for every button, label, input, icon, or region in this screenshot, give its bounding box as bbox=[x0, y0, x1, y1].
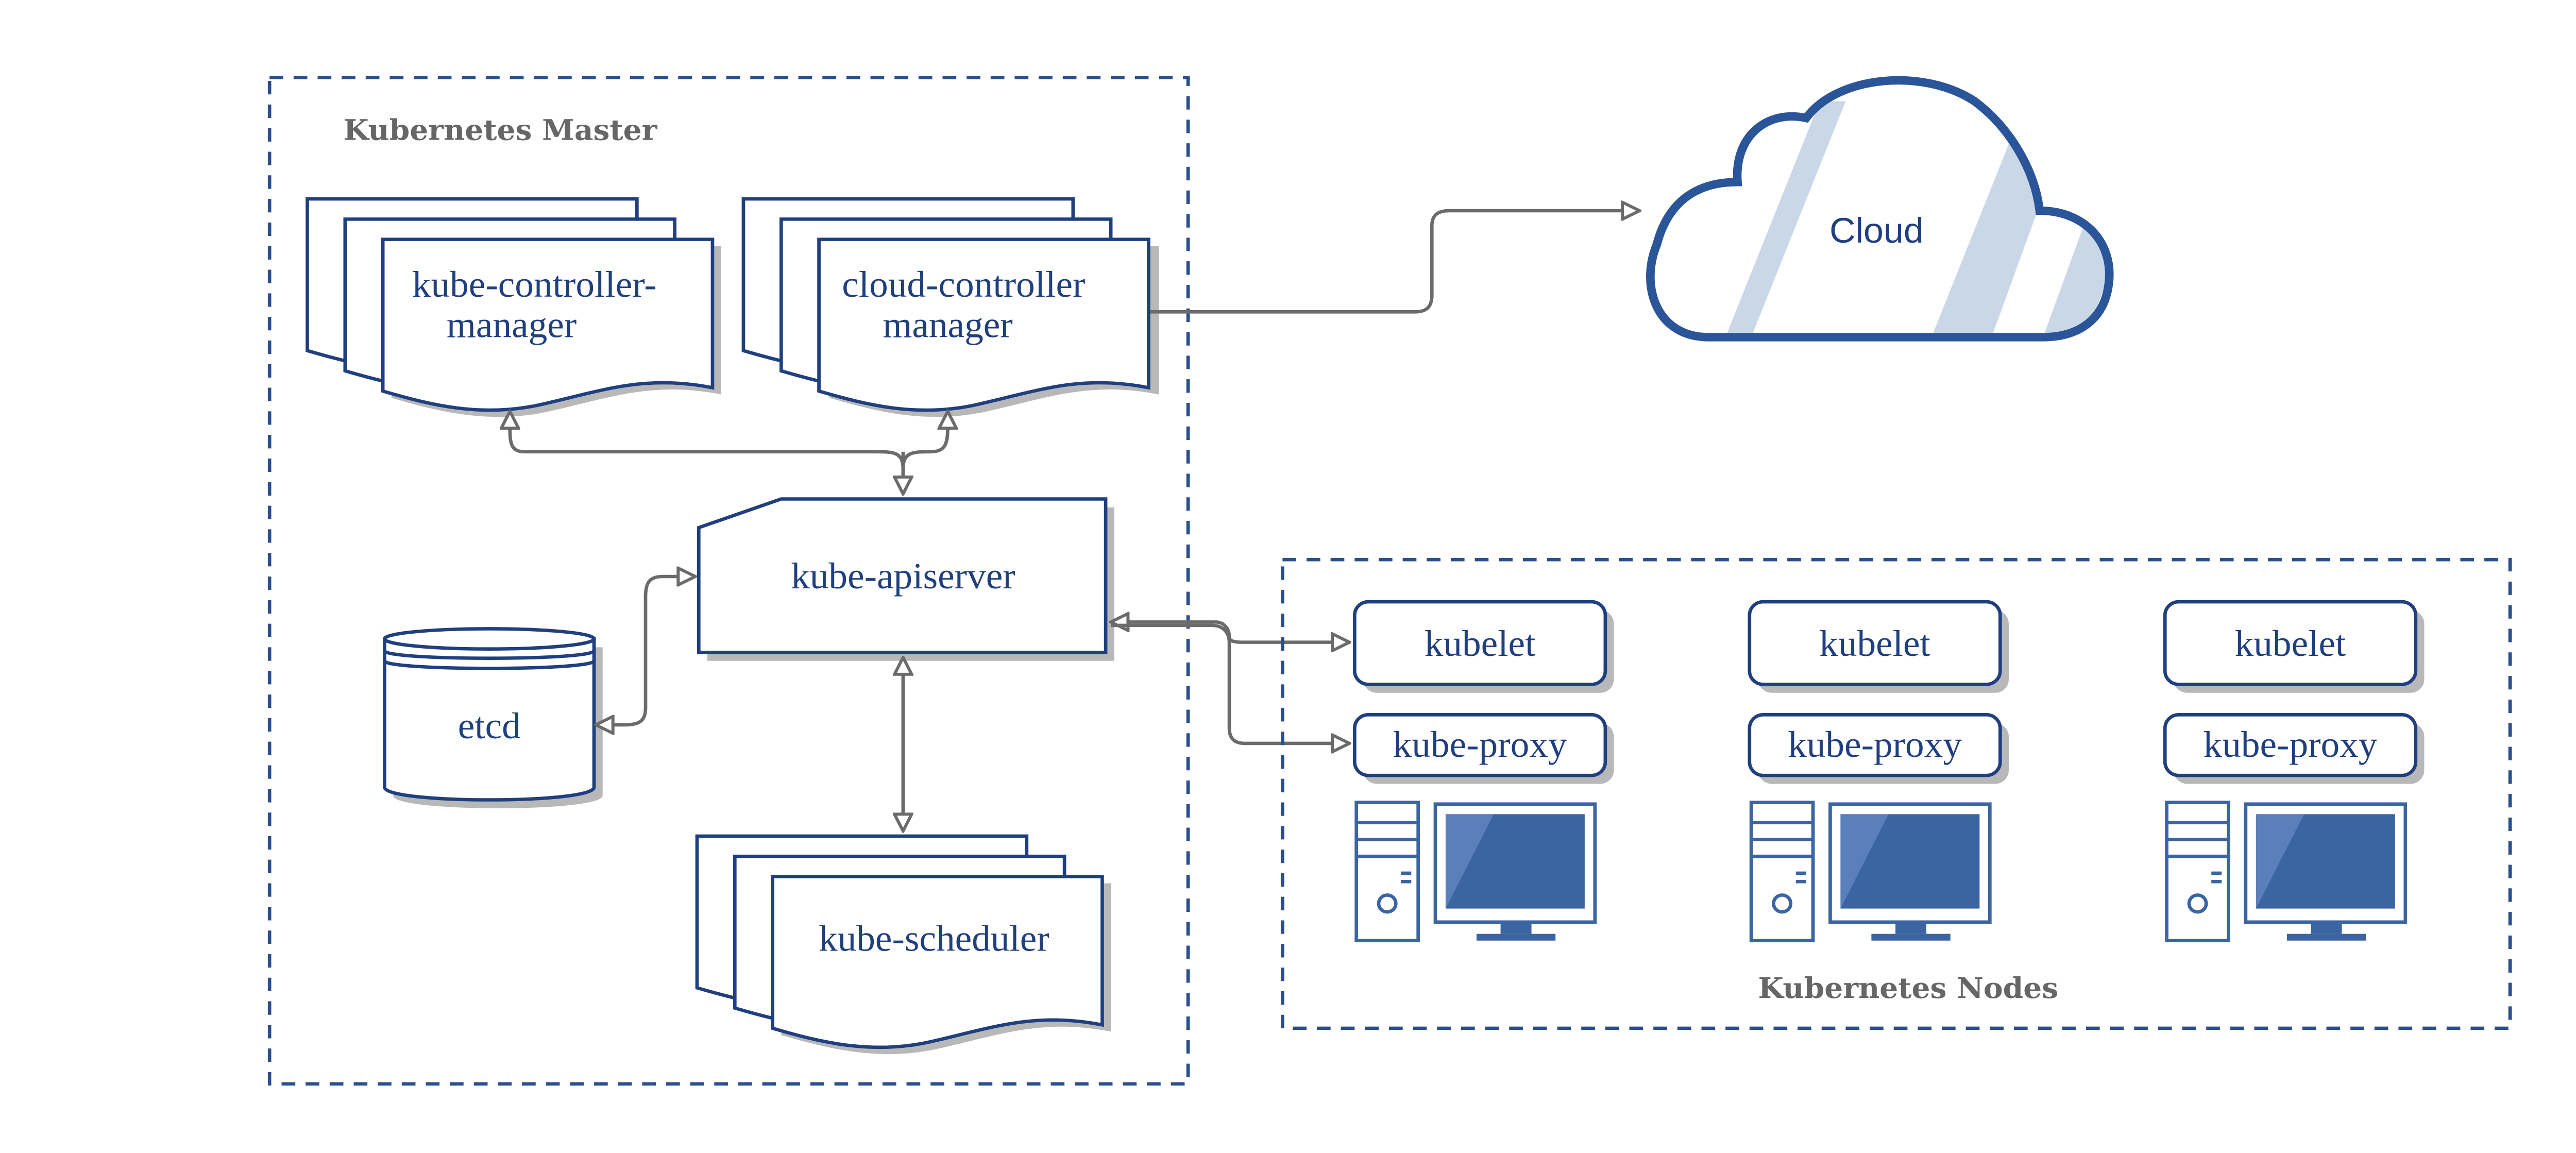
cloud-icon: Cloud bbox=[1646, 76, 2114, 342]
node-2: kubelet kube-proxy bbox=[1748, 600, 2009, 943]
connector-apiserver-controller-manager bbox=[510, 411, 905, 493]
node-3-kube-proxy-label: kube-proxy bbox=[2204, 724, 2378, 765]
connector-apiserver-cloud-controller bbox=[901, 411, 948, 493]
cloud-controller-manager-component: cloud-controller manager bbox=[741, 197, 1159, 417]
nodes-frame: Kubernetes Nodes bbox=[1281, 558, 2512, 1030]
master-title: Kubernetes Master bbox=[343, 113, 657, 147]
connector-apiserver-etcd bbox=[596, 576, 695, 725]
node-1-computer-icon bbox=[1354, 801, 1597, 943]
etcd-label: etcd bbox=[458, 705, 521, 747]
node-2-kubelet-label: kubelet bbox=[1819, 622, 1930, 664]
controller-manager-label-line1: kube-controller- bbox=[412, 263, 657, 304]
cloud-label: Cloud bbox=[1829, 211, 1924, 250]
node-1-kubelet-label: kubelet bbox=[1425, 622, 1536, 664]
svg-text:cloud-controller manager: cloud-controller manager bbox=[842, 263, 1095, 345]
controller-manager-label-line2: manager bbox=[447, 304, 577, 345]
svg-text:kube-controller- manager: kube-controller- manager bbox=[412, 263, 666, 345]
connectors bbox=[510, 211, 1640, 831]
apiserver-component: kube-apiserver bbox=[697, 497, 1114, 661]
nodes-title: Kubernetes Nodes bbox=[1758, 971, 2058, 1005]
node-2-kube-proxy-label: kube-proxy bbox=[1788, 724, 1962, 765]
node-2-computer-icon bbox=[1749, 801, 1992, 943]
cloud-controller-manager-label-line1: cloud-controller bbox=[842, 263, 1085, 304]
node-1-kube-proxy-label: kube-proxy bbox=[1393, 724, 1568, 765]
node-3-kubelet-label: kubelet bbox=[2235, 622, 2346, 664]
cloud-controller-manager-label-line2: manager bbox=[883, 304, 1012, 345]
etcd-component: etcd bbox=[383, 627, 603, 808]
node-3-computer-icon bbox=[2165, 801, 2408, 943]
node-1: kubelet kube-proxy bbox=[1352, 600, 1614, 943]
connector-cloud-controller-cloud bbox=[1150, 211, 1640, 314]
apiserver-label: kube-apiserver bbox=[791, 555, 1015, 597]
scheduler-label: kube-scheduler bbox=[819, 918, 1049, 959]
scheduler-component: kube-scheduler bbox=[695, 834, 1111, 1054]
controller-manager-component: kube-controller- manager bbox=[306, 197, 721, 417]
master-frame: Kubernetes Master bbox=[267, 76, 1190, 1086]
node-3: kubelet kube-proxy bbox=[2163, 600, 2425, 943]
connector-apiserver-kube-proxy bbox=[1111, 623, 1349, 743]
